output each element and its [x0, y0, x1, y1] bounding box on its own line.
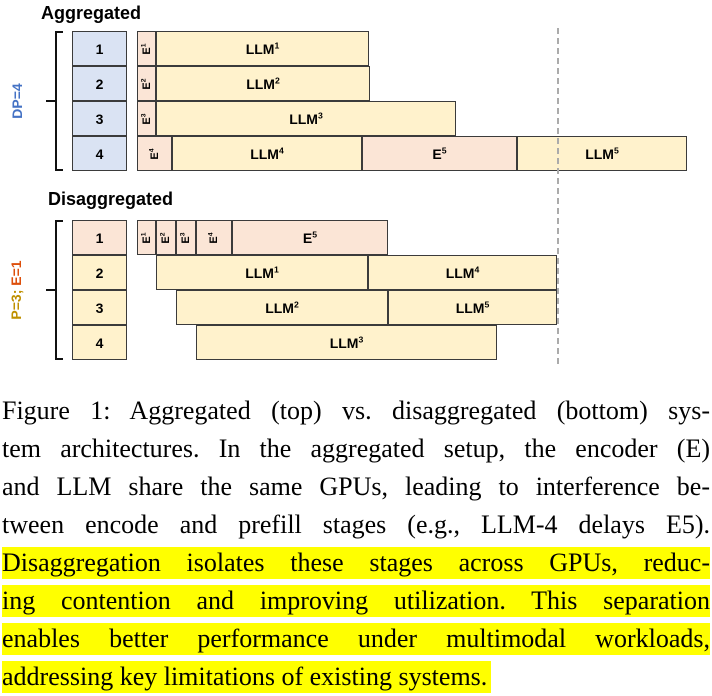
aggregated-bracket [55, 31, 63, 171]
encoder-bar-e1: E1 [137, 220, 156, 255]
llm-bar-llm1: LLM1 [156, 31, 369, 66]
llm-bar-llm1: LLM1 [156, 255, 368, 290]
llm-bar-label: LLM5 [585, 144, 619, 162]
llm-bar-llm3: LLM3 [196, 325, 497, 360]
llm-bar-llm2: LLM2 [176, 290, 388, 325]
gpu-box-1: 1 [72, 220, 127, 255]
encoder-bar-label: E4 [207, 231, 220, 244]
disaggregated-bracket [55, 220, 63, 360]
gpu-box-3: 3 [72, 101, 127, 136]
gpu-box-3: 3 [72, 290, 127, 325]
llm-bar-label: LLM1 [245, 39, 280, 57]
gpu-box-4: 4 [72, 325, 127, 360]
caption-line: tween encode and prefill stages (e.g., L… [2, 510, 710, 539]
aggregated-bracket-tick [46, 100, 55, 102]
encoder-bar-e4: E4 [137, 136, 172, 171]
caption-line-highlighted: ing contention and improving utilization… [2, 585, 710, 617]
gpu-box-2: 2 [72, 66, 127, 101]
llm-bar-label: LLM4 [250, 144, 284, 162]
llm-bar-label: LLM3 [329, 333, 364, 351]
prefill-count-label: P=3; [8, 289, 24, 320]
encoder-bar-label: E4 [147, 147, 161, 160]
llm-bar-llm4: LLM4 [368, 255, 557, 290]
gpu-box-1: 1 [72, 31, 127, 66]
caption-line-highlighted: Disaggregation isolates these stages acr… [2, 547, 710, 579]
encoder-count-label: E=1 [8, 260, 24, 286]
encoder-bar-e5: E5 [232, 220, 388, 255]
encoder-bar-label: E3 [139, 112, 153, 125]
caption-line-highlighted: enables better performance under multimo… [2, 623, 710, 655]
dp-axis-label: DP=4 [9, 83, 25, 119]
llm-bar-llm3: LLM3 [156, 101, 456, 136]
encoder-bar-e3: E3 [137, 101, 156, 136]
encoder-bar-label: E3 [179, 231, 192, 244]
time-marker-dashed-line [557, 28, 559, 365]
disaggregated-bracket-tick [46, 289, 55, 291]
gpu-box-4: 4 [72, 136, 127, 171]
llm-bar-llm2: LLM2 [156, 66, 370, 101]
encoder-bar-e2: E2 [137, 66, 156, 101]
llm-bar-label: LLM2 [265, 298, 299, 316]
encoder-bar-e2: E2 [156, 220, 176, 255]
llm-bar-label: LLM5 [455, 298, 490, 316]
encoder-bar-label: E5 [432, 144, 447, 162]
encoder-bar-e3: E3 [176, 220, 196, 255]
figure-caption: Figure 1: Aggregated (top) vs. disaggreg… [2, 392, 710, 696]
llm-bar-label: LLM3 [289, 109, 323, 127]
encoder-bar-e5: E5 [362, 136, 517, 171]
caption-line-highlighted: addressing key limitations of existing s… [2, 658, 710, 696]
pe-axis-label: P=3; E=1 [8, 245, 30, 335]
llm-bar-label: LLM2 [246, 74, 280, 92]
llm-bar-llm5: LLM5 [388, 290, 557, 325]
encoder-bar-e4: E4 [196, 220, 232, 255]
llm-bar-llm4: LLM4 [172, 136, 362, 171]
llm-bar-label: LLM1 [245, 263, 279, 281]
encoder-bar-label: E1 [139, 42, 153, 55]
caption-line: tem architectures. In the aggregated set… [2, 434, 710, 463]
disaggregated-title: Disaggregated [48, 189, 174, 209]
encoder-bar-label: E2 [139, 77, 153, 90]
caption-line: Figure 1: Aggregated (top) vs. disaggreg… [2, 396, 710, 425]
caption-line: and LLM share the same GPUs, leading to … [2, 472, 710, 501]
encoder-bar-label: E2 [159, 231, 172, 244]
encoder-bar-e1: E1 [137, 31, 156, 66]
encoder-bar-label: E5 [302, 228, 318, 246]
encoder-bar-label: E1 [139, 231, 153, 244]
aggregated-title: Aggregated [41, 3, 142, 23]
llm-bar-label: LLM4 [445, 263, 480, 281]
gpu-box-2: 2 [72, 255, 127, 290]
llm-bar-llm5: LLM5 [517, 136, 687, 171]
